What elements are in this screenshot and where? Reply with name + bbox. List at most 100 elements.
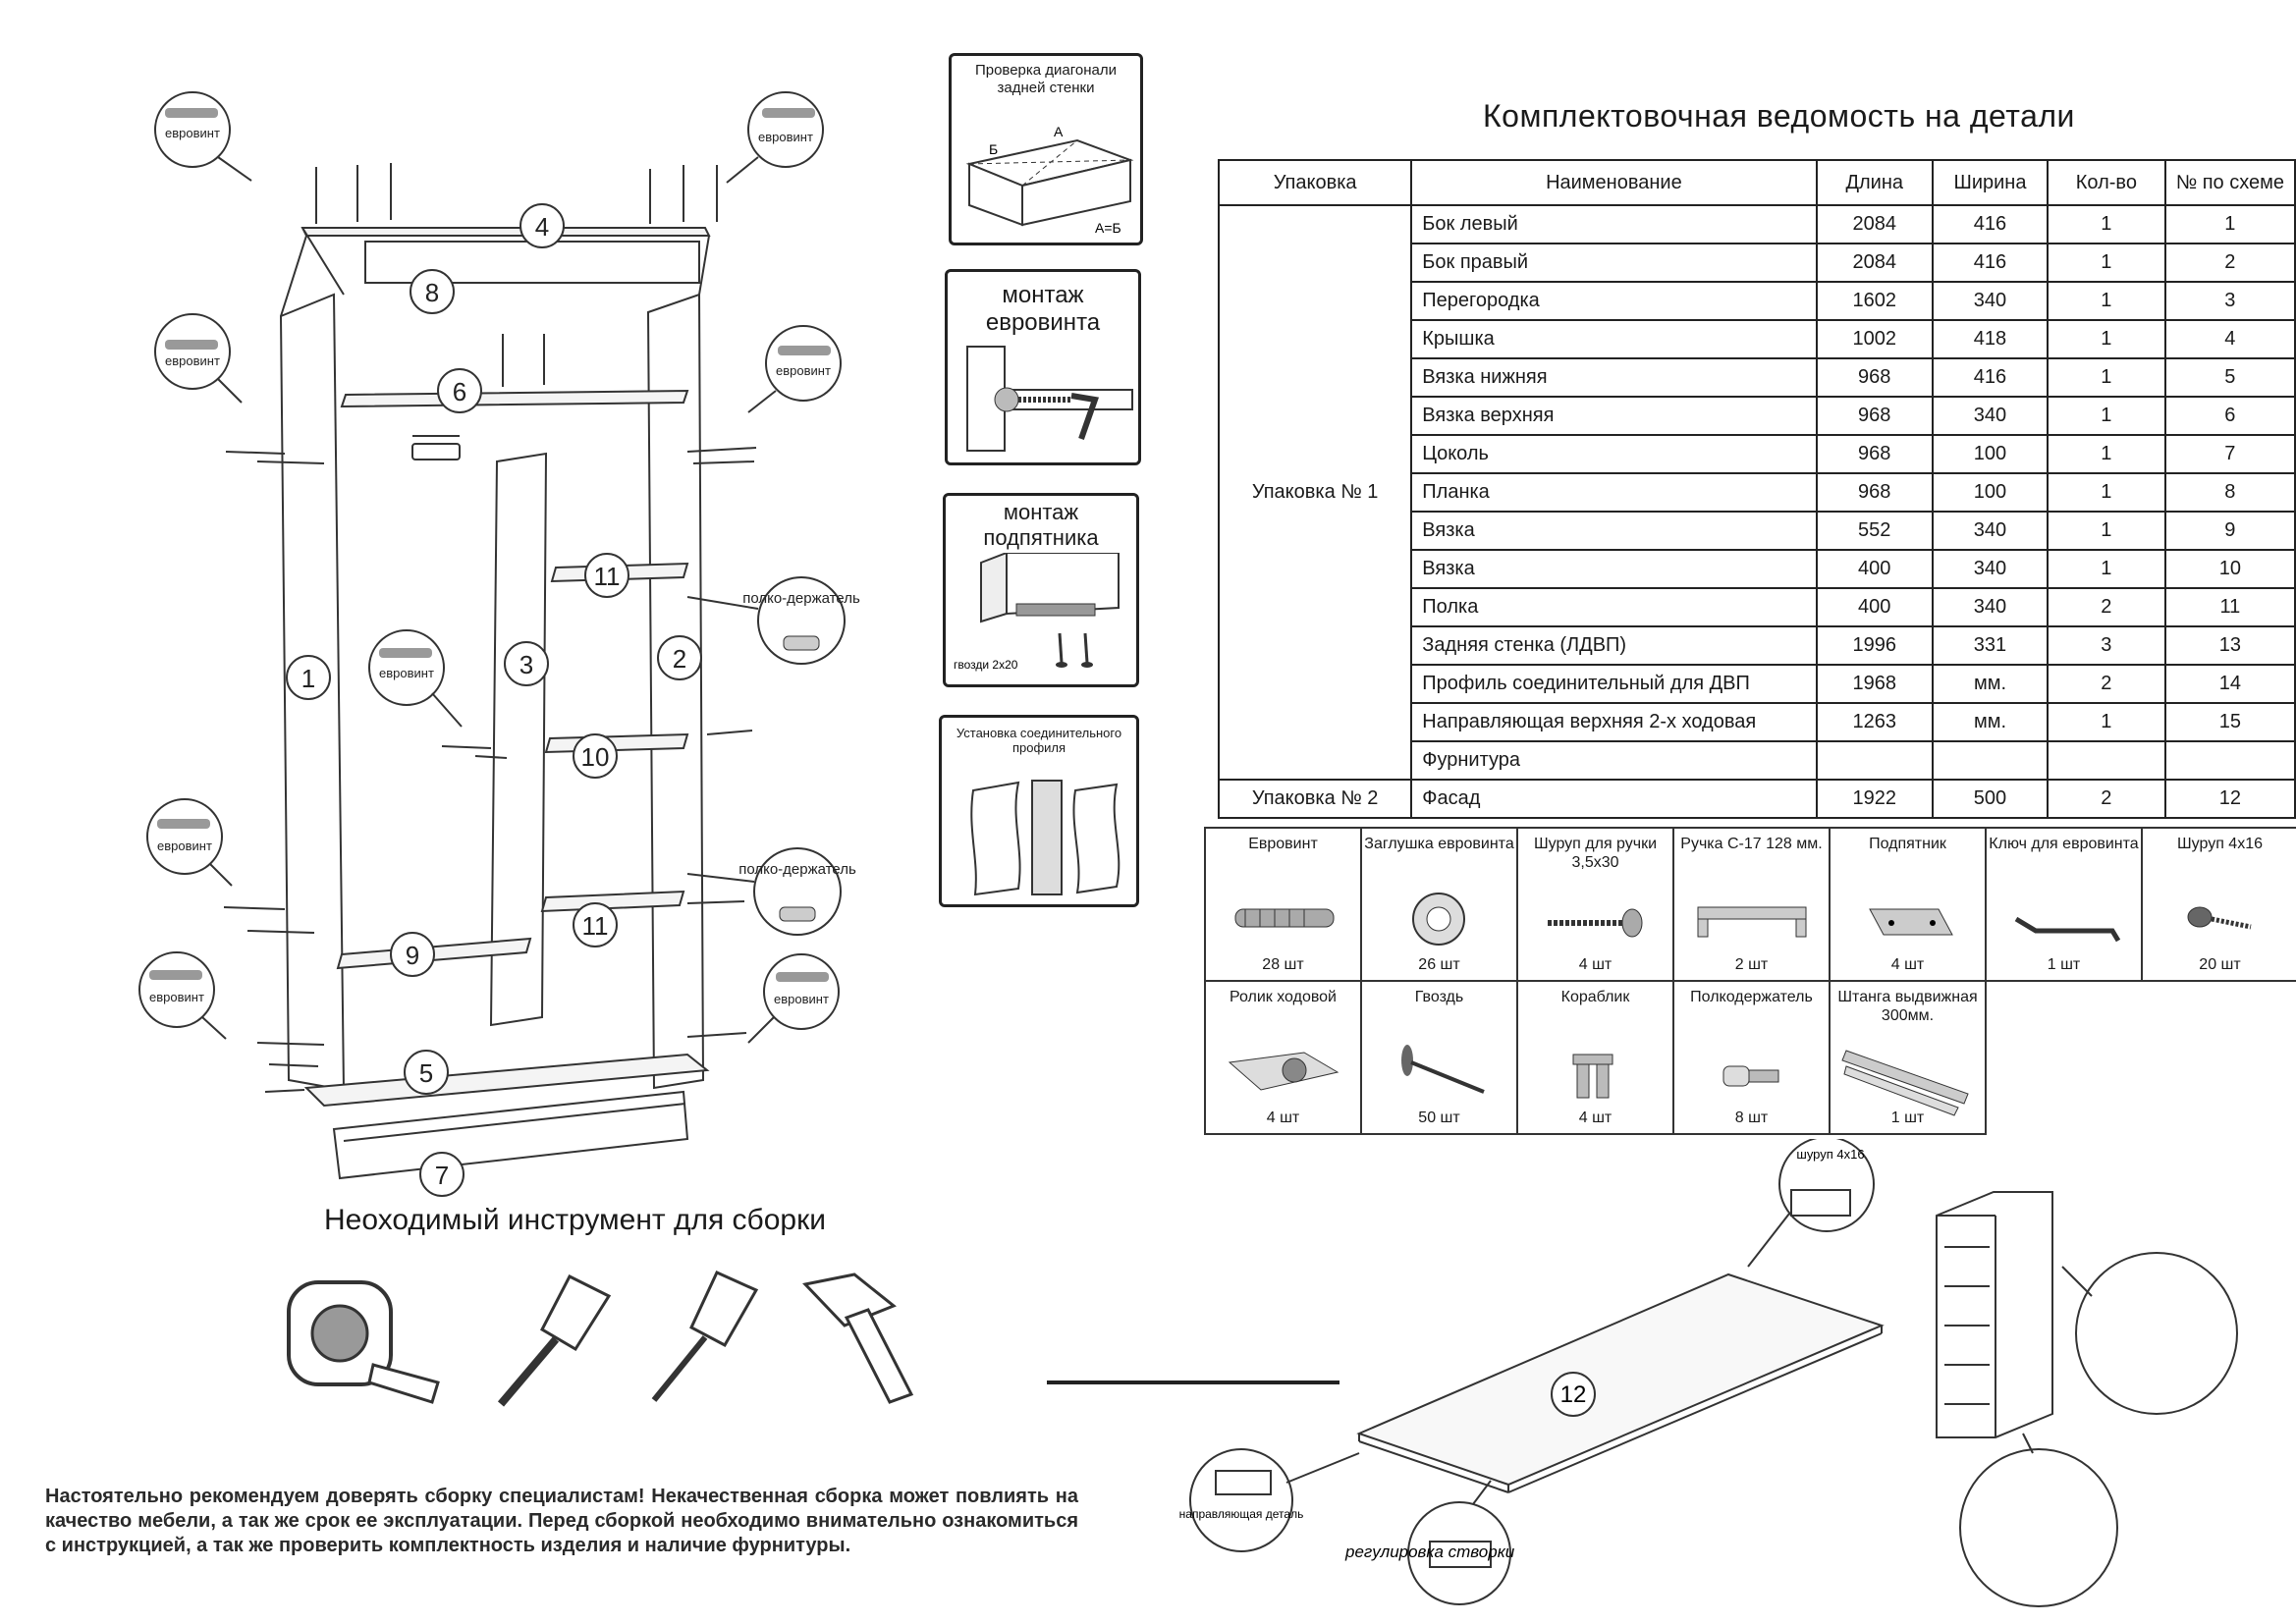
facade-screw-label: шуруп 4х16 — [1796, 1147, 1864, 1162]
parts-sheet-title: Комплектовочная ведомость на детали — [1483, 98, 2075, 134]
eurovint-callout: евровинт — [154, 313, 243, 404]
length-cell: 1263 — [1815, 702, 1934, 742]
col-header: Упаковка — [1217, 159, 1413, 206]
length-cell: 968 — [1815, 472, 1934, 513]
tape-measure-icon — [287, 1280, 440, 1404]
eurovint-callout: евровинт — [368, 629, 463, 728]
scheme-cell: 3 — [2163, 281, 2296, 321]
hardware-name: Полкодержатель — [1690, 989, 1813, 1005]
facade-install-diagram: 12 шуруп 4х16 направляющая деталь регули… — [1179, 1139, 2238, 1607]
eurovint-mount-box: монтаж евровинта — [945, 269, 1141, 465]
svg-text:евровинт: евровинт — [774, 992, 829, 1006]
col-header: Длина — [1815, 159, 1934, 206]
package-cell: Упаковка № 1 — [1217, 204, 1413, 781]
assembly-number: 1 — [286, 655, 331, 700]
scheme-cell: 9 — [2163, 511, 2296, 551]
part-name-cell: Планка — [1410, 472, 1818, 513]
assembly-number: 7 — [419, 1152, 465, 1197]
svg-text:7: 7 — [435, 1161, 449, 1190]
svg-text:3: 3 — [519, 650, 533, 679]
hardware-qty: 4 шт — [1890, 956, 1925, 973]
part-name-cell: Вязка — [1410, 511, 1818, 551]
part-name-cell: Бок левый — [1410, 204, 1818, 244]
svg-text:евровинт: евровинт — [165, 353, 220, 368]
hardware-name: Подпятник — [1869, 836, 1946, 852]
scheme-cell: 10 — [2163, 549, 2296, 589]
assembly-diagram: 4 8 6 11 1 3 2 10 11 9 5 7 евровинт евро… — [138, 91, 860, 1197]
hardware-qty: 4 шт — [1578, 956, 1613, 973]
hardware-qty: 20 шт — [2199, 956, 2241, 973]
hardware-qty: 26 шт — [1418, 956, 1460, 973]
col-header: № по схеме — [2163, 159, 2296, 206]
qty-cell: 1 — [2047, 281, 2166, 321]
hardware-name: Шуруп 4х16 — [2176, 836, 2263, 852]
scheme-cell: 8 — [2163, 472, 2296, 513]
handle-screw-icon — [1548, 908, 1643, 938]
svg-text:А: А — [1054, 124, 1064, 139]
length-cell: 1922 — [1815, 779, 1934, 819]
width-cell: 340 — [1931, 511, 2050, 551]
eurovint-callout: евровинт — [138, 951, 227, 1040]
part-name-cell: Вязка — [1410, 549, 1818, 589]
eurovint-callout: евровинт — [747, 325, 842, 413]
assembly-number: 3 — [504, 641, 549, 686]
svg-text:2: 2 — [673, 644, 686, 674]
length-cell: 552 — [1815, 511, 1934, 551]
scheme-cell: 11 — [2163, 587, 2296, 627]
nail-icon — [1401, 1045, 1485, 1094]
part-name-cell: Полка — [1410, 587, 1818, 627]
hardware-qty: 50 шт — [1418, 1110, 1460, 1126]
hardware-item: Полкодержатель 8 шт — [1672, 980, 1831, 1135]
qty-cell: 1 — [2047, 357, 2166, 398]
eurovint-mount-icon — [966, 346, 1133, 452]
svg-text:евровинт: евровинт — [149, 990, 204, 1004]
hardware-qty: 4 шт — [1578, 1110, 1613, 1126]
assembly-number: 2 — [657, 635, 702, 680]
part-name-cell: Задняя стенка (ЛДВП) — [1410, 625, 1818, 666]
part-name-cell: Вязка нижняя — [1410, 357, 1818, 398]
svg-text:А=Б: А=Б — [1095, 220, 1121, 236]
width-cell: 331 — [1931, 625, 2050, 666]
diagonal-check-icon: Б А А=Б — [965, 124, 1134, 236]
part-name-cell: Фасад — [1410, 779, 1818, 819]
qty-cell: 1 — [2047, 434, 2166, 474]
length-cell: 2084 — [1815, 204, 1934, 244]
facade-guide-label: направляющая деталь — [1179, 1507, 1304, 1521]
eurovint-callout: евровинт — [726, 91, 824, 184]
profile-install-icon — [970, 780, 1121, 896]
diagonal-check-box: Проверка диагонали задней стенки Б А А=Б — [949, 53, 1143, 245]
svg-text:10: 10 — [581, 742, 610, 772]
svg-text:полко-держатель: полко-держатель — [738, 861, 856, 878]
eurovint-mount-title: монтаж евровинта — [985, 282, 1101, 336]
assembly-number: 11 — [584, 553, 629, 598]
width-cell: 340 — [1931, 281, 2050, 321]
svg-text:5: 5 — [419, 1058, 433, 1088]
hex-key-icon — [2014, 916, 2121, 943]
facade-number: 12 — [1560, 1381, 1587, 1408]
package-cell: Упаковка № 2 — [1217, 779, 1413, 819]
qty-cell: 1 — [2047, 549, 2166, 589]
part-name-cell: Вязка верхняя — [1410, 396, 1818, 436]
width-cell: 340 — [1931, 396, 2050, 436]
hardware-name: Евровинт — [1248, 836, 1318, 852]
assembly-number: 9 — [390, 932, 435, 977]
assembly-number: 10 — [573, 733, 618, 779]
hardware-qty: 8 шт — [1734, 1110, 1769, 1126]
length-cell: 968 — [1815, 434, 1934, 474]
assembly-number: 11 — [573, 902, 618, 947]
hardware-name: Гвоздь — [1414, 989, 1464, 1005]
shelf-holder-callout: полко-держатель — [686, 576, 860, 665]
foot-pad-icon — [1869, 908, 1953, 936]
scheme-cell: 2 — [2163, 243, 2296, 283]
width-cell: 416 — [1931, 243, 2050, 283]
shelf-holder-callout: полко-держатель — [686, 847, 856, 936]
width-cell: 340 — [1931, 587, 2050, 627]
assembly-notice: Настоятельно рекомендуем доверять сборку… — [45, 1486, 1078, 1556]
svg-text:полко-держатель: полко-держатель — [742, 590, 860, 607]
